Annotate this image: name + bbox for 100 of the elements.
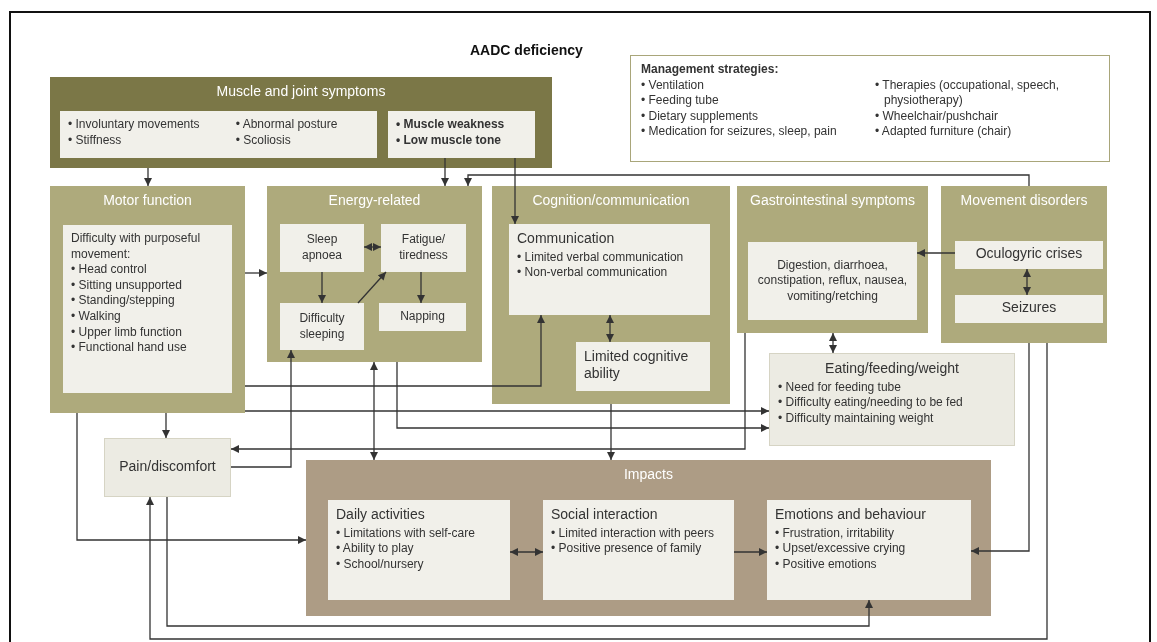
bullet-item: • Standing/stepping bbox=[71, 293, 176, 309]
symptom-box bbox=[63, 225, 232, 393]
symptom-box bbox=[280, 303, 364, 350]
box-label: Fatigue/ tiredness bbox=[398, 232, 449, 264]
bullet-item: • Limitations with self-care bbox=[336, 525, 476, 542]
impact-box bbox=[328, 500, 510, 600]
bullet-item: • Medication for seizures, sleep, pain bbox=[641, 124, 838, 140]
box-heading: Eating/feeding/weight bbox=[824, 360, 960, 377]
impact-box bbox=[543, 500, 734, 600]
box-label: Difficulty with purposeful movement: bbox=[71, 231, 202, 263]
symptom-box bbox=[60, 111, 377, 158]
arrow bbox=[509, 548, 544, 556]
arrow bbox=[370, 361, 378, 461]
arrow bbox=[733, 548, 768, 556]
symptom-box bbox=[769, 353, 1015, 446]
category-panel bbox=[737, 186, 928, 333]
bullet-item: • Dietary supplements bbox=[641, 108, 759, 125]
box-label: Seizures bbox=[1001, 299, 1057, 316]
box-label: Digestion, diarrhoea, constipation, reflux, nausea, vomiting/retching bbox=[756, 257, 909, 305]
bullet-item: • Upset/excessive crying bbox=[775, 541, 907, 557]
bullet-item: • Head control bbox=[71, 262, 148, 278]
box-label: Napping bbox=[400, 309, 445, 325]
symptom-box bbox=[509, 224, 710, 315]
symptom-box bbox=[748, 242, 917, 320]
arrow bbox=[318, 271, 326, 304]
bullet-item: • Feeding tube bbox=[641, 93, 720, 109]
symptom-box bbox=[379, 303, 466, 331]
bullet-item: • Sitting unsupported bbox=[71, 277, 183, 294]
arrow bbox=[244, 314, 545, 387]
panel-title: Energy-related bbox=[327, 191, 422, 209]
bullet-item: • Abnormal posture bbox=[235, 117, 339, 133]
box-label: Difficulty sleeping bbox=[298, 310, 346, 343]
arrow bbox=[607, 403, 615, 461]
box-heading: Communication bbox=[517, 230, 616, 247]
arrow bbox=[76, 412, 307, 544]
bullet-item: • Upper limb function bbox=[71, 324, 183, 341]
legend-box bbox=[630, 55, 1110, 162]
symptom-box bbox=[104, 438, 231, 497]
arrow bbox=[464, 174, 1030, 187]
bullet-item: • Low muscle tone bbox=[396, 132, 502, 149]
arrow bbox=[511, 157, 519, 225]
box-heading: Social interaction bbox=[551, 506, 659, 523]
bullet-item: • Difficulty eating/needing to be fed bbox=[778, 395, 964, 411]
category-panel bbox=[50, 77, 552, 168]
arrow bbox=[146, 342, 1048, 640]
bullet-item: • Frustration, irritability bbox=[775, 525, 895, 542]
symptom-box bbox=[280, 224, 364, 272]
arrow bbox=[357, 271, 387, 304]
symptom-box bbox=[381, 224, 466, 272]
arrow bbox=[363, 243, 382, 251]
bullet-item: • Limited verbal communication bbox=[517, 249, 685, 266]
symptom-box bbox=[955, 241, 1103, 269]
category-panel bbox=[267, 186, 482, 362]
arrow bbox=[162, 412, 170, 439]
panel-title: Cognition/communication bbox=[531, 191, 691, 209]
box-label: Sleep apnoea bbox=[300, 232, 343, 264]
box-heading: Daily activities bbox=[336, 506, 426, 523]
bullet-item: • Functional hand use bbox=[71, 340, 188, 356]
bullet-item: • Wheelchair/pushchair bbox=[875, 108, 999, 125]
arrow bbox=[230, 349, 295, 468]
category-panel bbox=[50, 186, 245, 413]
symptom-box bbox=[955, 295, 1103, 323]
bullet-item: • Non-verbal communication bbox=[517, 265, 669, 281]
bullet-item: • Scoliosis bbox=[235, 132, 292, 149]
arrow bbox=[1023, 268, 1031, 296]
symptom-box bbox=[576, 342, 710, 391]
bullet-item: • Need for feeding tube bbox=[778, 379, 902, 396]
box-heading: Management strategies: bbox=[641, 62, 780, 78]
panel-title: Gastrointestinal symptoms bbox=[749, 191, 916, 209]
bullet-item: • Involuntary movements bbox=[68, 117, 201, 133]
bullet-item: • School/nursery bbox=[336, 557, 425, 573]
arrow bbox=[144, 167, 152, 187]
panel-title: Motor function bbox=[102, 191, 193, 209]
bullet-item: • Stiffness bbox=[68, 132, 123, 149]
bullet-item: • Limited interaction with peers bbox=[551, 525, 715, 542]
arrow bbox=[606, 314, 614, 343]
arrow bbox=[441, 157, 449, 187]
arrow bbox=[166, 496, 873, 627]
arrow bbox=[970, 342, 1030, 555]
box-label: Limited cognitive ability bbox=[584, 348, 690, 382]
panel-title: Impacts bbox=[623, 465, 674, 483]
bullet-item: • Positive presence of family bbox=[551, 541, 703, 557]
arrow bbox=[230, 332, 746, 453]
box-label: Oculogyric crises bbox=[975, 245, 1083, 262]
bullet-item: • Therapies (occupational, speech, physiotherapy) bbox=[875, 77, 1061, 109]
panel-title: Movement disorders bbox=[959, 191, 1089, 209]
box-label: Pain/discomfort bbox=[119, 457, 216, 475]
bullet-item: • Ventilation bbox=[641, 77, 705, 94]
category-panel bbox=[941, 186, 1107, 343]
bullet-item: • Difficulty maintaining weight bbox=[778, 411, 935, 427]
arrow bbox=[916, 249, 956, 257]
bullet-item: • Positive emotions bbox=[775, 557, 878, 573]
symptom-box bbox=[388, 111, 535, 158]
diagram-title: AADC deficiency bbox=[470, 42, 583, 58]
arrow bbox=[396, 361, 770, 432]
box-heading: Emotions and behaviour bbox=[775, 506, 927, 523]
bullet-item: • Muscle weakness bbox=[396, 117, 506, 133]
category-panel bbox=[492, 186, 730, 404]
bullet-item: • Adapted furniture (chair) bbox=[875, 124, 1013, 140]
impact-box bbox=[767, 500, 971, 600]
